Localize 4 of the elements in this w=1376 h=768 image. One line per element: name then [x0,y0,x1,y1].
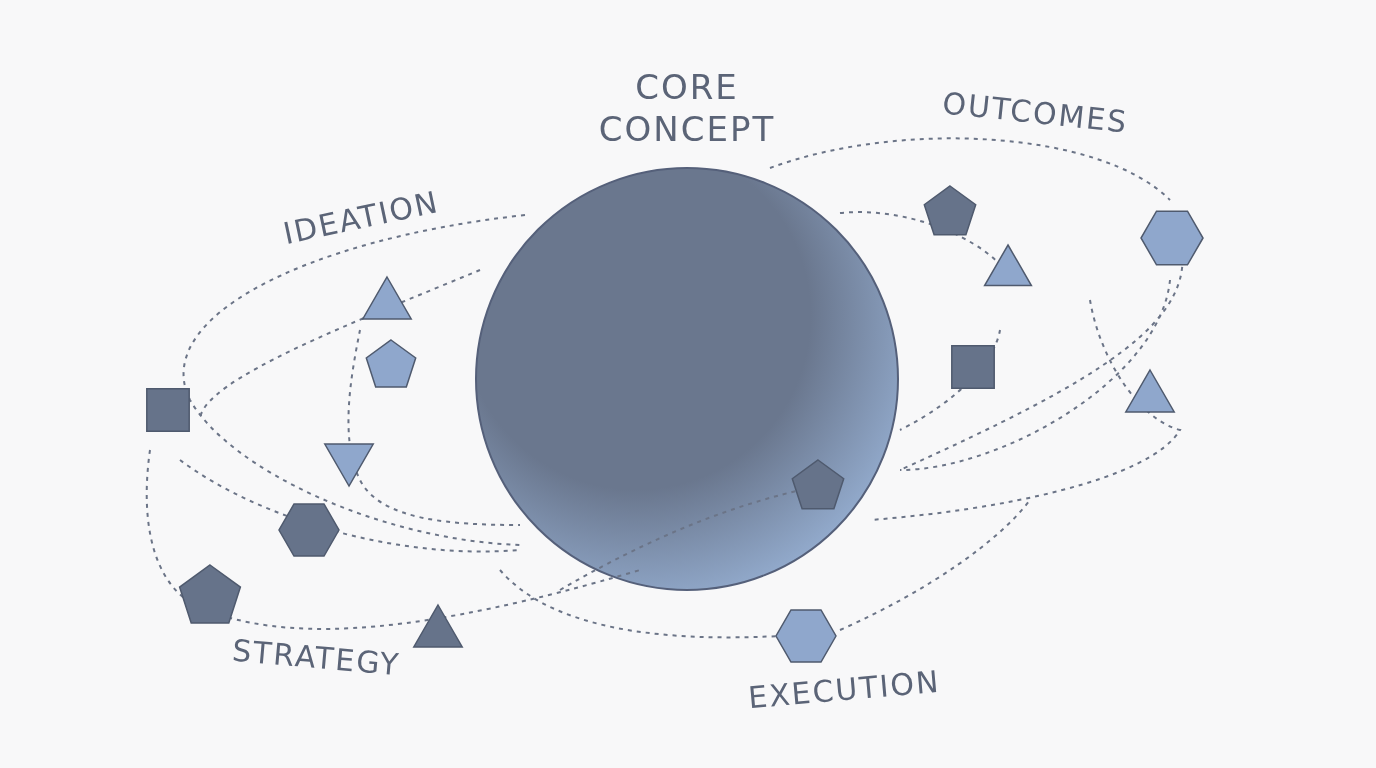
section-label: EXECUTION [746,663,942,716]
section-label: OUTCOMES [940,85,1130,140]
node-heading: CORE CONCEPT [597,66,777,150]
section-label: STRATEGY [230,632,402,683]
